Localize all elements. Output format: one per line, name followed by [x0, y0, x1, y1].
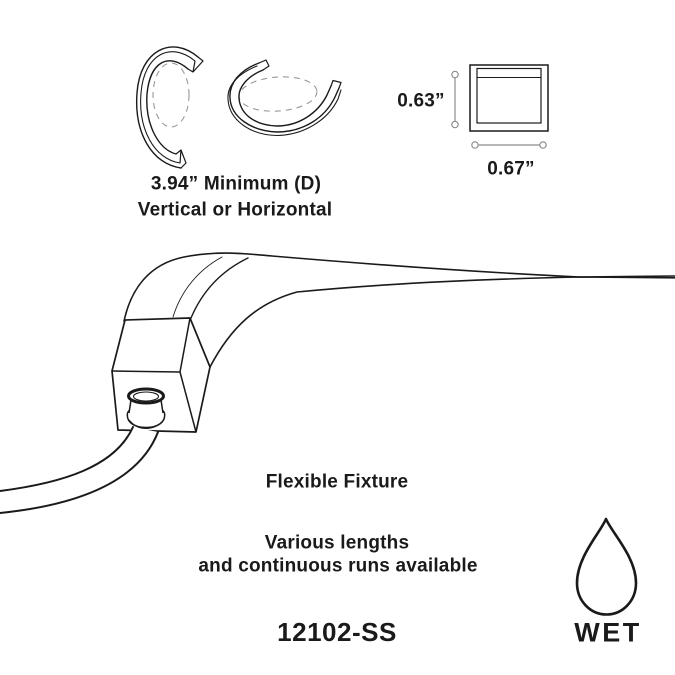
fixture-note-line2: and continuous runs available — [198, 555, 478, 577]
height-dimension-line — [451, 70, 459, 129]
horizontal-bend-diagram — [227, 59, 342, 137]
end-cap-box-edges — [111, 317, 197, 433]
cross-section-diagram — [451, 64, 549, 149]
water-drop-icon — [575, 517, 638, 616]
width-dimension-line — [471, 141, 547, 149]
cable-connector — [126, 387, 166, 430]
min-diameter-dashed-circle-horizontal — [238, 76, 318, 112]
min-diameter-dashed-circle-vertical — [152, 62, 190, 128]
fixture-note-line1: Various lengths — [264, 532, 410, 554]
power-cable — [0, 426, 159, 514]
part-number: 12102-SS — [277, 617, 397, 647]
fixture-drawing — [0, 252, 675, 514]
strip-lens-line — [172, 256, 223, 318]
profile-inner-outline — [476, 67, 542, 124]
strip-bottom-edge — [209, 276, 675, 368]
bend-caption-line1: 3.94” Minimum (D) — [150, 173, 322, 195]
height-dimension-label: 0.63” — [397, 90, 445, 112]
wet-rating-label: WET — [574, 617, 642, 648]
width-dimension-label: 0.67” — [487, 158, 535, 180]
strip-inner-edge — [190, 257, 249, 319]
vertical-bend-diagram — [135, 46, 204, 169]
strip-top-edge — [123, 252, 675, 322]
profile-outer-outline — [469, 64, 549, 132]
fixture-title: Flexible Fixture — [265, 471, 409, 493]
bend-caption-line2: Vertical or Horizontal — [137, 199, 333, 221]
